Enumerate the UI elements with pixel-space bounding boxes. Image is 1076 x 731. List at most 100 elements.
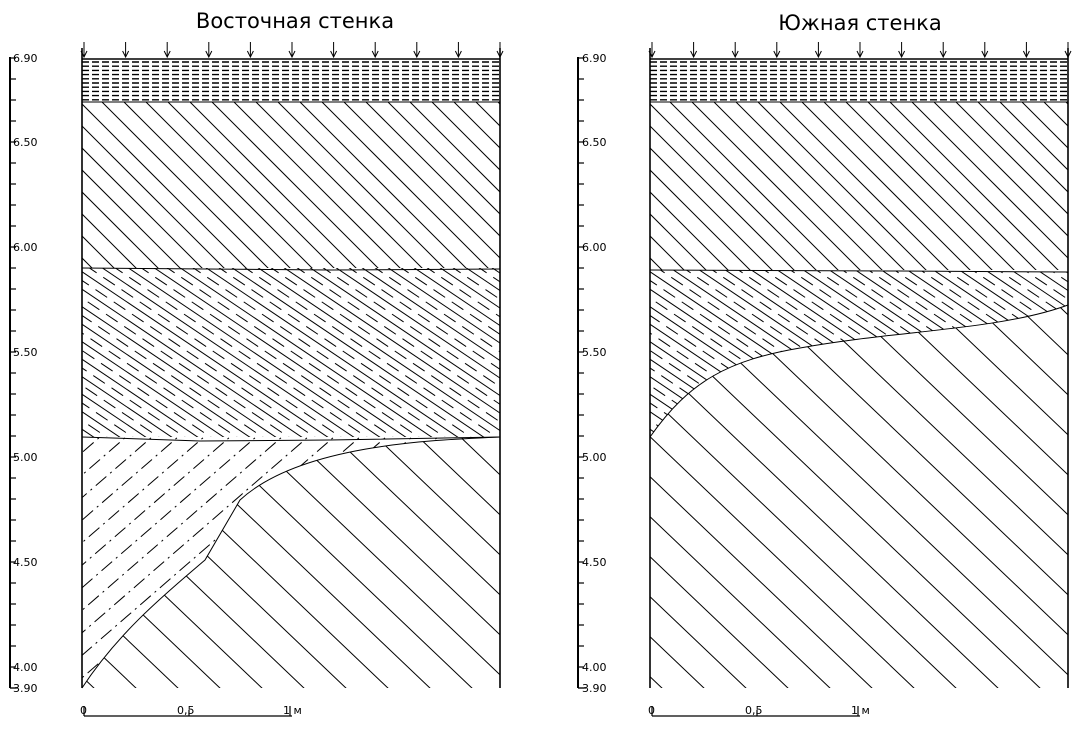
water-arrows — [648, 42, 1072, 59]
dashed-hatch-line — [370, 268, 500, 437]
diagonal-hatch-line — [82, 125, 225, 268]
elevation-label: 6.50 — [13, 136, 38, 149]
water-arrow-head — [454, 50, 462, 59]
elevation-label: 6.00 — [582, 241, 607, 254]
dashed-hatch-line — [344, 268, 500, 437]
diagonal-hatch-line — [1029, 270, 1068, 437]
sparse-hatch-line — [747, 305, 1068, 688]
diagonal-hatch-line — [101, 102, 269, 268]
sparse-hatch-line — [650, 305, 917, 688]
dashed-hatch-line — [240, 268, 500, 437]
diagonal-hatch-line — [357, 268, 500, 437]
diagonal-hatch-line — [277, 102, 445, 268]
diagonal-hatch-line — [365, 102, 500, 237]
dashed-hatch-line — [110, 268, 372, 437]
dashed-hatch-line — [834, 270, 1068, 437]
dashed-hatch-line — [82, 268, 268, 437]
sparse-hatch-line — [473, 437, 500, 688]
dashdot-hatch-line — [171, 437, 473, 688]
diagonal-hatch-line — [409, 268, 500, 437]
diagonal-hatch-line — [149, 268, 411, 437]
water-arrow-head — [1022, 50, 1030, 59]
dashed-hatch-line — [579, 265, 839, 440]
sparse-hatch-line — [82, 437, 307, 688]
diagonal-hatch-line — [757, 102, 927, 270]
dashed-hatch-line — [938, 270, 1068, 437]
diagonal-hatch-line — [97, 268, 359, 437]
dashed-hatch-line — [501, 265, 761, 440]
dashed-hatch-line — [650, 270, 784, 437]
diagonal-hatch-line — [1065, 102, 1068, 105]
elevation-label: 6.50 — [582, 136, 607, 149]
diagonal-hatch-line — [925, 270, 1068, 437]
dashed-hatch-line — [396, 268, 500, 437]
layer-dashed-hatch — [289, 265, 1076, 440]
diagonal-hatch-line — [867, 102, 1037, 270]
diagonal-hatch-line — [189, 102, 357, 268]
scale-label: 0,5 — [177, 704, 195, 717]
diagonal-hatch-line — [302, 265, 562, 440]
diagonal-hatch-line — [123, 102, 291, 268]
dashed-hatch-line — [650, 270, 654, 437]
diagonal-hatch-line — [328, 265, 588, 440]
dashed-hatch-line — [964, 270, 1068, 437]
sparse-hatch-line — [650, 305, 749, 688]
water-arrow-head — [773, 50, 781, 59]
layer-dashed-hatch — [0, 265, 839, 440]
diagonal-hatch-line — [650, 125, 795, 270]
dashdot-hatch-line — [353, 437, 500, 688]
dashdot-hatch-line — [82, 437, 317, 688]
diagonal-hatch-line — [409, 102, 500, 193]
sparse-hatch-line — [0, 290, 370, 690]
diagonal-hatch-line — [82, 268, 333, 437]
diagonal-hatch-line — [387, 102, 500, 215]
dashed-hatch-line — [650, 270, 836, 437]
section-frame — [649, 48, 1069, 688]
sparse-hatch-line — [82, 437, 349, 688]
diagonal-hatch-line — [779, 102, 949, 270]
dashdot-hatch-line — [119, 437, 421, 688]
diagonal-hatch-line — [279, 268, 500, 437]
diagonal-hatch-line — [82, 268, 177, 437]
elevation-axis: 6.90 6.50 6.00 5.50 5.00 4.50 4.00 3.90 — [577, 52, 607, 695]
diagonal-hatch-line — [404, 100, 704, 400]
water-arrow-head — [731, 50, 739, 59]
dashed-hatch-line — [1069, 265, 1076, 440]
diagonal-hatch-line — [82, 268, 203, 437]
dashdot-hatch-line — [82, 437, 369, 688]
diagonal-hatch-line — [299, 102, 467, 268]
sparse-hatch-line — [0, 290, 412, 690]
dashed-hatch-line — [289, 265, 549, 440]
diagonal-hatch-line — [253, 268, 500, 437]
dashed-hatch-line — [82, 268, 320, 437]
diagonal-hatch-line — [82, 268, 229, 437]
diagonal-hatch-line — [514, 265, 774, 440]
sparse-hatch-line — [789, 305, 1068, 688]
layer-diagonal-hatch — [404, 100, 1068, 400]
diagonal-hatch-line — [955, 102, 1068, 215]
sparse-hatch-line — [650, 305, 707, 688]
water-arrow-head — [122, 50, 130, 59]
diagonal-hatch-line — [175, 268, 437, 437]
diagonal-hatch-line — [354, 265, 614, 440]
diagonal-hatch-line — [497, 102, 500, 105]
diagonal-hatch-line — [82, 103, 247, 268]
dashed-hatch-line — [0, 265, 7, 440]
dashdot-hatch-line — [562, 430, 862, 690]
sparse-hatch-line — [82, 437, 265, 688]
diagonal-hatch-line — [977, 102, 1068, 193]
sparse-hatch-line — [82, 437, 475, 688]
sparse-hatch-line — [160, 290, 580, 690]
sparse-hatch-line — [202, 290, 622, 690]
diagonal-hatch-line — [145, 102, 313, 268]
diagonal-hatch-line — [82, 169, 181, 268]
diagonal-hatch-line — [691, 102, 861, 270]
diagonal-hatch-line — [650, 169, 751, 270]
diagonal-hatch-line — [233, 102, 401, 268]
water-arrow-head — [814, 50, 822, 59]
section-frame — [81, 48, 501, 688]
elevation-label: 3.90 — [582, 682, 607, 695]
elevation-label: 5.00 — [13, 451, 38, 464]
water-arrows — [80, 42, 504, 59]
water-arrow-head — [330, 50, 338, 59]
